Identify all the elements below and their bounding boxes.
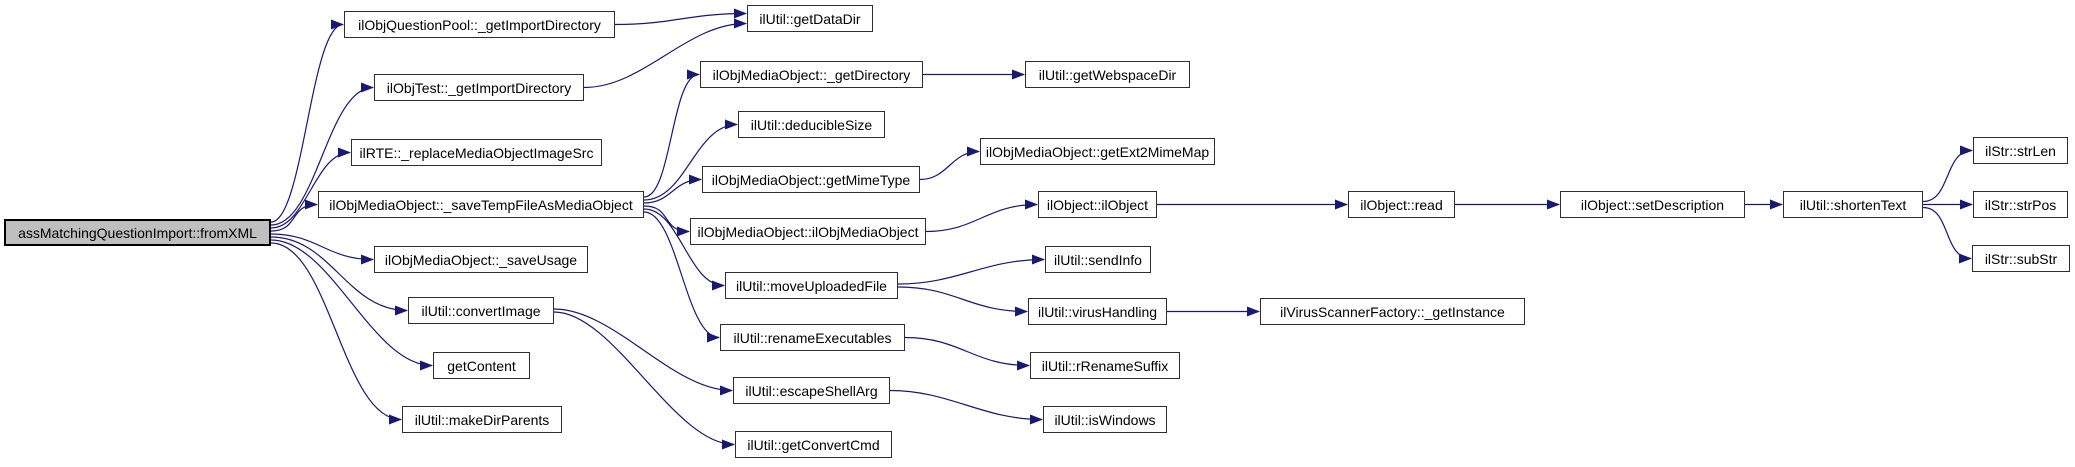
node-ilobjmediaobject-saveusage[interactable]: ilObjMediaObject::_saveUsage — [374, 246, 588, 273]
call-edge — [270, 233, 374, 265]
call-edge — [925, 199, 1038, 233]
node-assmatchingquestionimport-fromxml: assMatchingQuestionImport::fromXML — [4, 219, 271, 246]
call-edge — [270, 19, 344, 223]
node-ilrte-replacemediaobjectimagesrc[interactable]: ilRTE::_replaceMediaObjectImageSrc — [351, 139, 602, 166]
call-edge — [583, 18, 747, 89]
node-ilutil-shortentext[interactable]: ilUtil::shortenText — [1783, 191, 1923, 218]
node-ilutil-getconvertcmd[interactable]: ilUtil::getConvertCmd — [735, 431, 892, 458]
call-edge — [614, 8, 747, 26]
call-edge — [1922, 145, 1973, 203]
call-edge — [643, 205, 690, 237]
call-edge — [643, 69, 700, 198]
node-ilobject-ctor[interactable]: ilObject::ilObject — [1038, 191, 1157, 218]
call-edge — [897, 254, 1045, 285]
node-ilobjmediaobject-savetempfileasmediaobject[interactable]: ilObjMediaObject::_saveTempFileAsMediaOb… — [318, 191, 644, 218]
node-ilutil-virushandling[interactable]: ilUtil::virusHandling — [1028, 298, 1167, 325]
call-edge — [897, 286, 1028, 317]
call-edge — [270, 242, 402, 425]
node-ilvirusscannerfactory-getinstance[interactable]: ilVirusScannerFactory::_getInstance — [1260, 298, 1525, 325]
call-edge — [270, 239, 433, 371]
node-ilutil-convertimage[interactable]: ilUtil::convertImage — [408, 297, 554, 324]
node-ilobjmediaobject-getmimetype[interactable]: ilObjMediaObject::getMimeType — [702, 166, 920, 193]
node-ilutil-moveuploadedfile[interactable]: ilUtil::moveUploadedFile — [725, 272, 898, 299]
node-ilobjtest-getimportdirectory[interactable]: ilObjTest::_getImportDirectory — [374, 74, 584, 101]
node-ilstr-substr[interactable]: ilStr::subStr — [1972, 245, 2070, 272]
node-ilutil-getwebspacedir[interactable]: ilUtil::getWebspaceDir — [1025, 61, 1190, 88]
call-edge — [643, 208, 725, 291]
node-ilobjmediaobject-getext2mimemap[interactable]: ilObjMediaObject::getExt2MimeMap — [980, 138, 1215, 165]
call-edge — [270, 236, 408, 316]
call-edge — [270, 199, 318, 232]
call-edge — [889, 389, 1043, 425]
node-ilutil-iswindows[interactable]: ilUtil::isWindows — [1043, 406, 1167, 433]
node-ilutil-rrenamesuffix[interactable]: ilUtil::rRenameSuffix — [1030, 352, 1180, 379]
node-ilstr-strpos[interactable]: ilStr::strPos — [1973, 191, 2068, 218]
node-ilutil-deduciblesize[interactable]: ilUtil::deducibleSize — [738, 111, 885, 138]
call-edge — [553, 311, 735, 450]
node-ilstr-strlen[interactable]: ilStr::strLen — [1973, 137, 2068, 164]
call-edge — [270, 82, 374, 226]
call-edge — [919, 146, 980, 181]
call-edge — [643, 211, 720, 343]
node-ilutil-makedirparents[interactable]: ilUtil::makeDirParents — [402, 406, 562, 433]
node-ilutil-sendinfo[interactable]: ilUtil::sendInfo — [1045, 246, 1151, 273]
call-edge — [904, 336, 1030, 371]
node-getcontent[interactable]: getContent — [433, 352, 530, 379]
call-edge — [1922, 206, 1972, 264]
node-ilutil-renameexecutables[interactable]: ilUtil::renameExecutables — [720, 324, 905, 351]
call-edge — [643, 174, 702, 204]
node-ilobject-read[interactable]: ilObject::read — [1348, 191, 1455, 218]
call-edge — [553, 308, 733, 396]
node-ilobject-setdescription[interactable]: ilObject::setDescription — [1560, 191, 1745, 218]
node-ilobjmediaobject-getdirectory[interactable]: ilObjMediaObject::_getDirectory — [700, 61, 923, 88]
call-edge — [643, 119, 738, 201]
node-ilobjmediaobject-ctor[interactable]: ilObjMediaObject::ilObjMediaObject — [690, 218, 926, 245]
call-edge — [270, 147, 351, 229]
node-ilobjquestionpool-getimportdirectory[interactable]: ilObjQuestionPool::_getImportDirectory — [344, 11, 615, 38]
node-ilutil-escapeshellarg[interactable]: ilUtil::escapeShellArg — [733, 377, 890, 404]
node-ilutil-getdatadir[interactable]: ilUtil::getDataDir — [747, 5, 873, 32]
